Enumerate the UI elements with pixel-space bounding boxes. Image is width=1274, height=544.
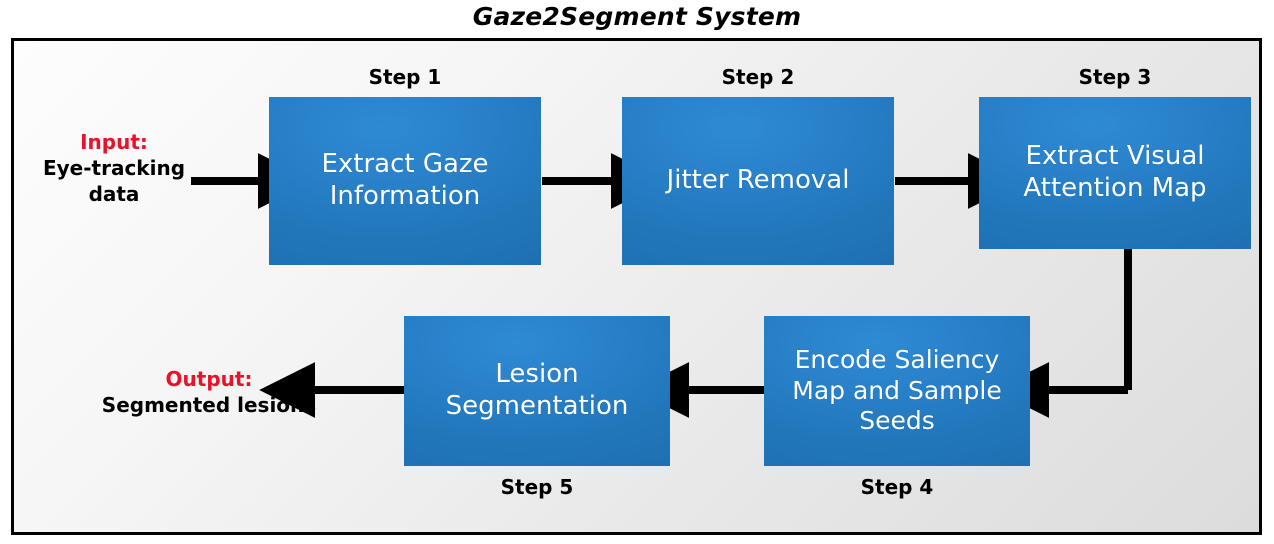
step-1-text-line1: Extract Gaze	[321, 149, 489, 180]
arrow-step3-to-step4	[993, 249, 1132, 418]
step-1-caption: Step 1	[368, 65, 442, 89]
step-5-caption: Step 5	[500, 475, 574, 499]
step-1-text: Extract Gaze Information	[277, 149, 533, 212]
step-2-text: Jitter Removal	[630, 165, 886, 197]
step-4-text: Encode Saliency Map and Sample Seeds	[772, 345, 1022, 437]
step-4-text-line1: Encode Saliency	[794, 345, 1000, 375]
step-3-text-line2: Attention Map	[1023, 173, 1207, 203]
step-4-text-line2: Map and Sample	[792, 375, 1002, 405]
diagram-frame: Input: Eye-tracking data Output: Segment…	[11, 38, 1262, 535]
step-2-text-line1: Jitter Removal	[666, 165, 850, 196]
step-3-caption: Step 3	[1078, 65, 1152, 89]
input-label-heading: Input:	[80, 130, 148, 154]
step-5-text: Lesion Segmentation	[412, 359, 662, 422]
step-3-box[interactable]: Extract Visual Attention Map	[979, 97, 1251, 249]
step-4-text-line3: Seeds	[859, 406, 935, 436]
input-label-line2: data	[88, 182, 140, 206]
step-3-text: Extract Visual Attention Map	[987, 141, 1243, 204]
step-2-caption: Step 2	[721, 65, 795, 89]
input-label-line1: Eye-tracking	[42, 156, 186, 180]
input-label: Input: Eye-tracking data	[24, 129, 204, 207]
step-2-box[interactable]: Jitter Removal	[622, 97, 894, 265]
output-label-body: Segmented lesions	[101, 393, 317, 417]
page-title: Gaze2Segment System	[472, 2, 802, 31]
step-5-text-line1: Lesion	[495, 359, 579, 390]
step-5-box[interactable]: Lesion Segmentation	[404, 316, 670, 466]
output-label: Output: Segmented lesions	[89, 366, 329, 418]
step-3-text-line1: Extract Visual	[1025, 141, 1205, 172]
step-4-box[interactable]: Encode Saliency Map and Sample Seeds	[764, 316, 1030, 466]
step-1-text-line2: Information	[329, 181, 481, 211]
step-5-text-line2: Segmentation	[445, 391, 629, 421]
output-label-heading: Output:	[165, 367, 253, 391]
step-4-caption: Step 4	[860, 475, 934, 499]
step-1-box[interactable]: Extract Gaze Information	[269, 97, 541, 265]
